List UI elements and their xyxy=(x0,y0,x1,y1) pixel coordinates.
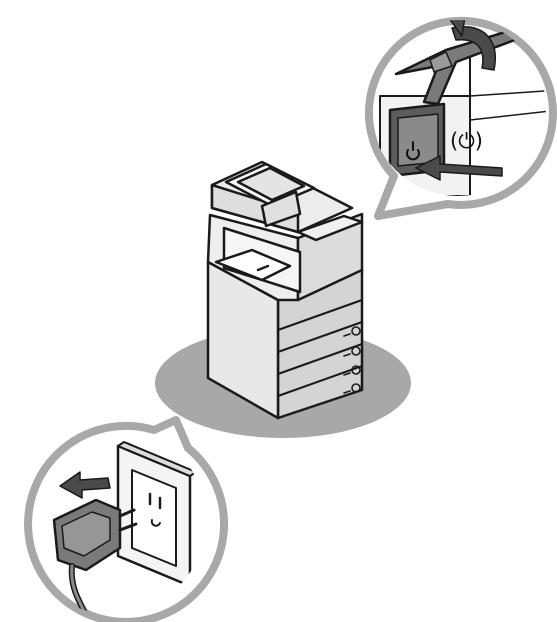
power-symbol-label: (⏻) xyxy=(450,129,483,153)
printer-icon xyxy=(206,160,364,420)
wall-outlet-callout xyxy=(24,416,228,622)
power-switch-callout: (⏻) xyxy=(364,16,557,220)
